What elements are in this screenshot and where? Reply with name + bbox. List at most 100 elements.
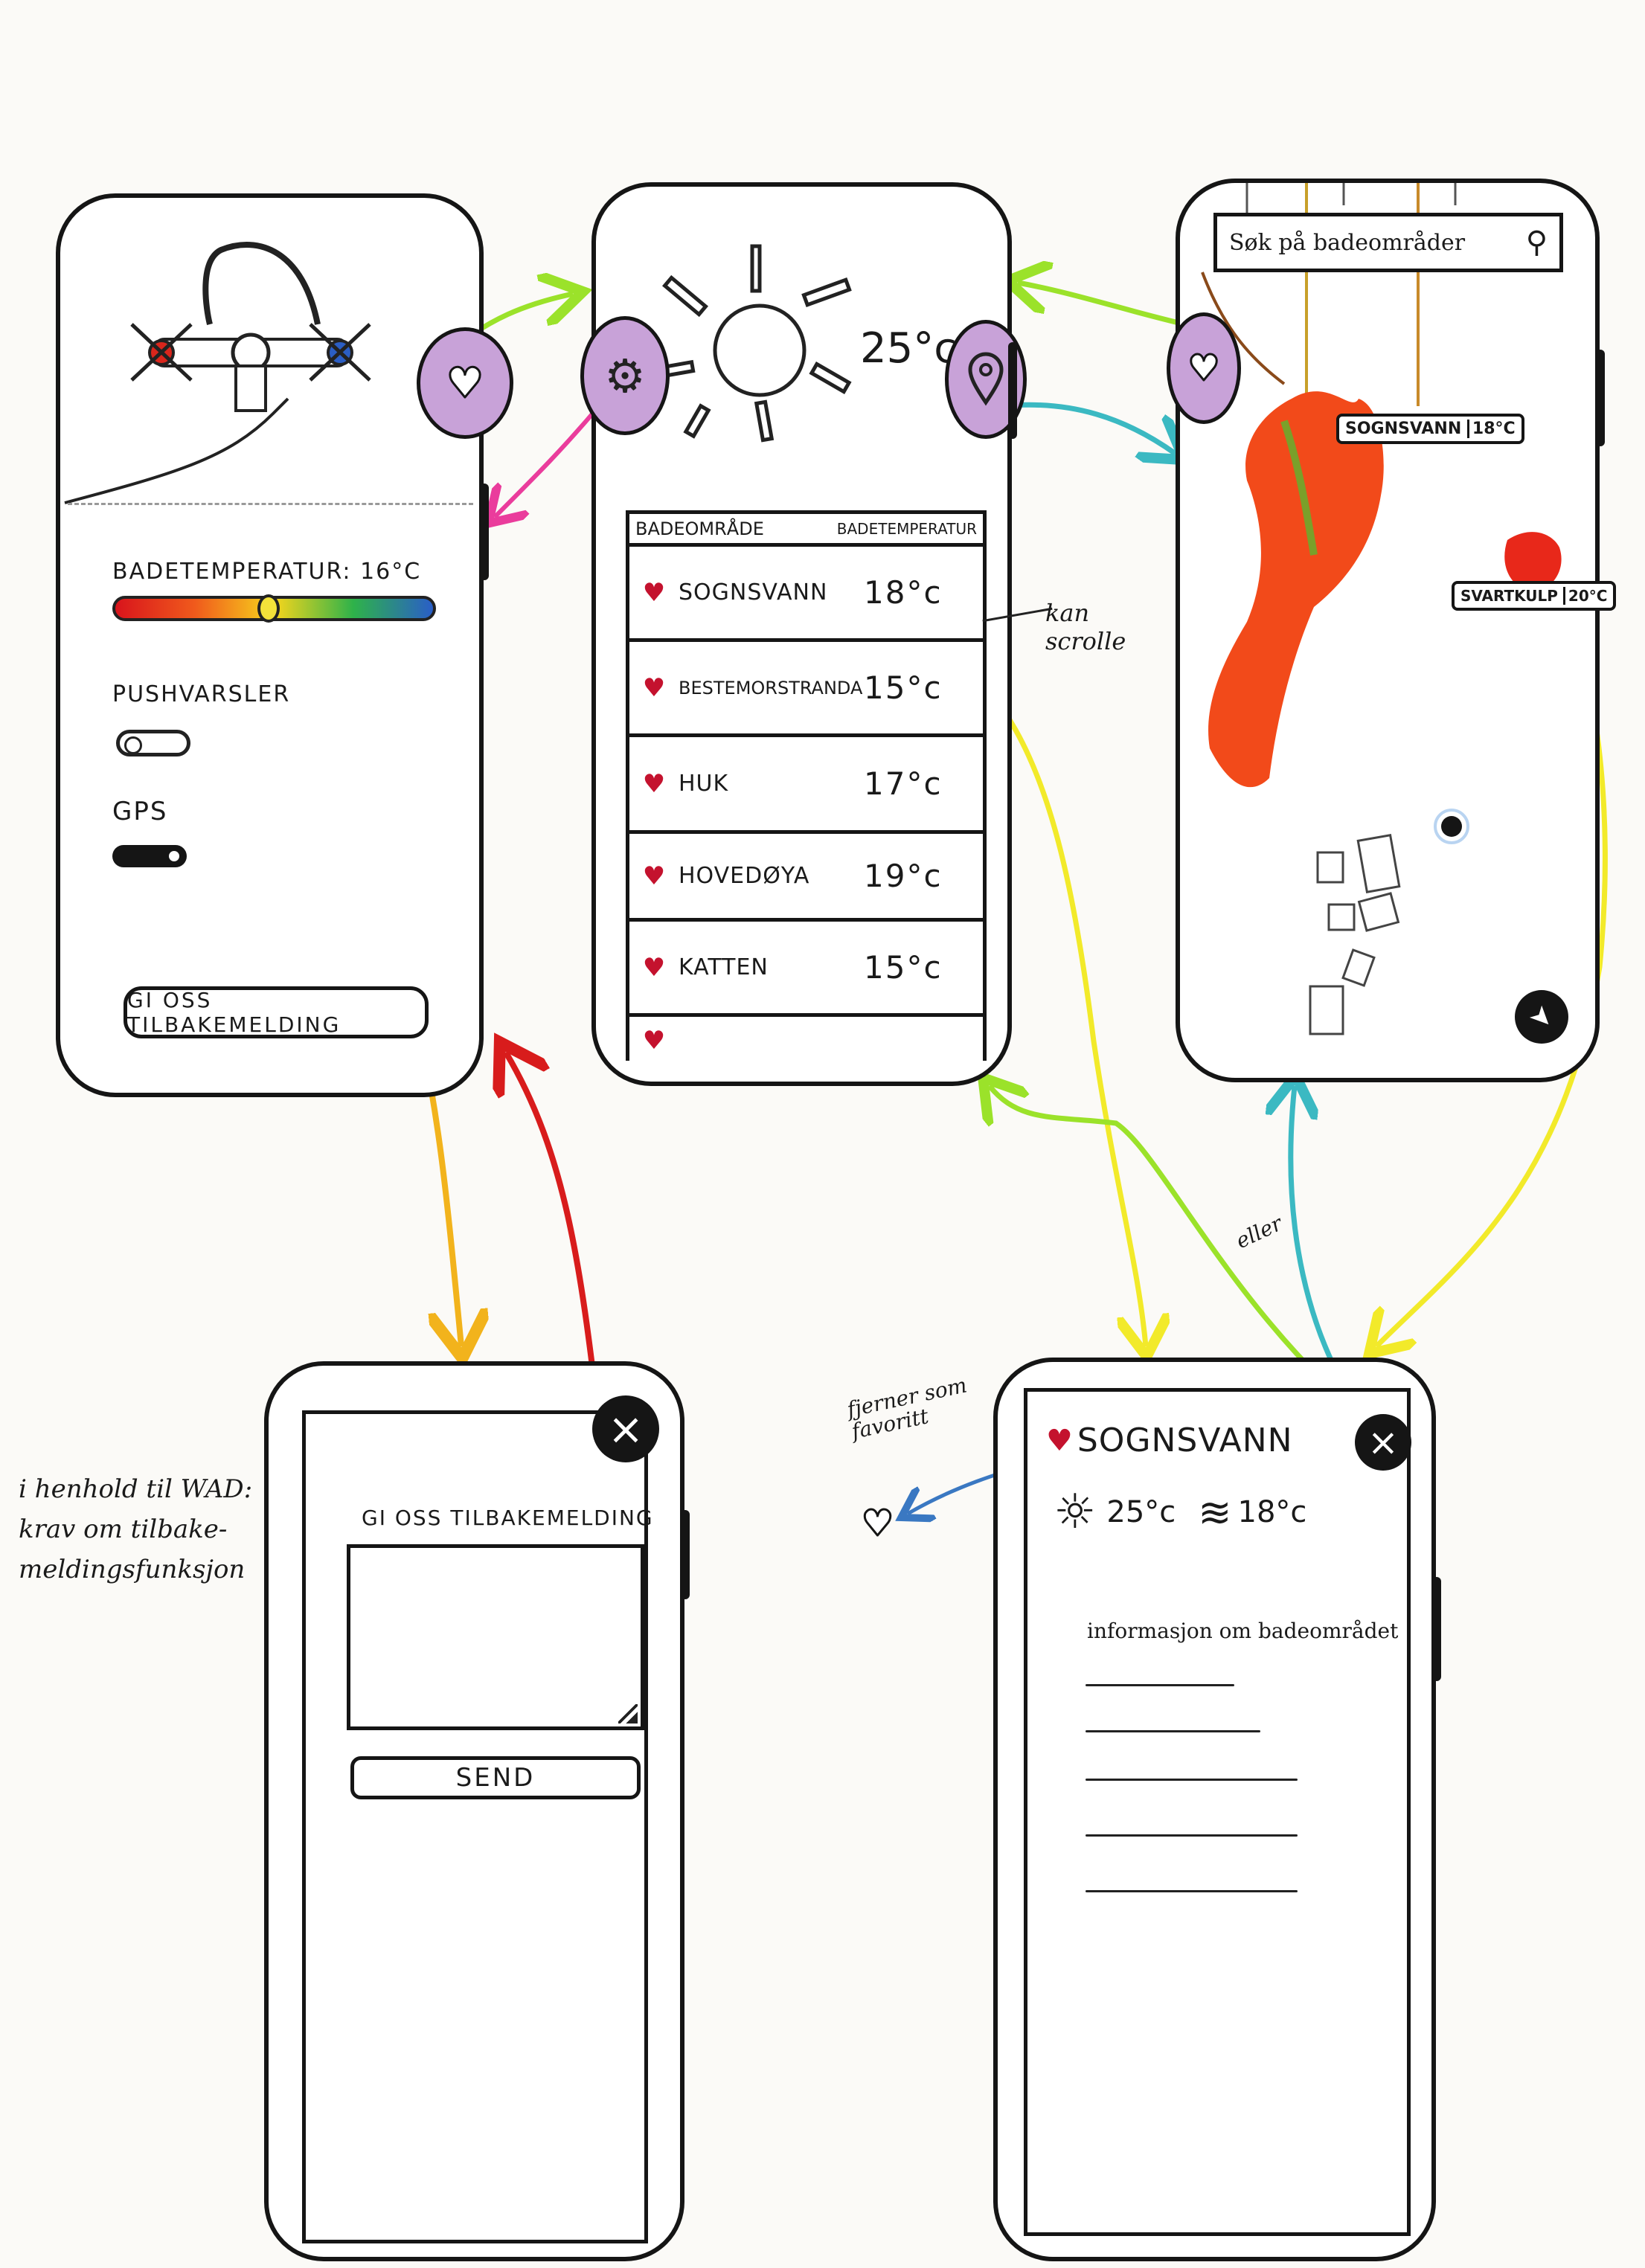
table-header: BADEOMRÅDE BADETEMPERATUR [629, 514, 983, 547]
table-row[interactable]: ♥ BESTEMORSTRANDA 15°c [629, 642, 983, 737]
table-row[interactable]: ♥ HOVEDØYA 19°c [629, 834, 983, 922]
empty-heart-icon: ♥ [860, 1502, 894, 1546]
close-icon: × [1367, 1421, 1399, 1464]
push-toggle-knob [124, 736, 142, 754]
send-button[interactable]: SEND [350, 1756, 641, 1799]
label-name: SOGNSVANN [1345, 420, 1462, 438]
info-label: informasjon om badeområdet [1087, 1619, 1399, 1643]
slider-knob[interactable] [257, 594, 280, 623]
water-temp: 18°c [1237, 1495, 1307, 1529]
current-temperature: 25°c [860, 324, 958, 373]
temperature-slider[interactable] [112, 594, 436, 623]
heart-icon[interactable]: ♥ [642, 768, 666, 799]
map-favorite-button[interactable]: ♥ [1167, 312, 1241, 424]
detail-weather: ☼ 25°c ≋ 18°c [1054, 1485, 1306, 1540]
info-line [1086, 1684, 1234, 1686]
row-temp: 17°c [864, 765, 943, 802]
map-search-bar[interactable]: Søk på badeområder ⚲ [1213, 213, 1563, 272]
close-button[interactable]: × [1355, 1414, 1411, 1471]
row-temp: 15°c [864, 669, 943, 706]
settings-screen: BADETEMPERATUR: 16°C PUSHVARSLER GPS GI … [56, 193, 484, 1097]
lake-svartkulp [1504, 532, 1562, 592]
label-temp: 18°C [1466, 420, 1516, 438]
heart-icon: ♥ [1187, 347, 1221, 391]
table-row[interactable]: ♥ HUK 17°c [629, 737, 983, 834]
lake-sognsvann [1208, 391, 1384, 788]
detail-title: ♥ SOGNSVANN [1046, 1421, 1293, 1459]
search-placeholder: Søk på badeområder [1229, 229, 1466, 256]
info-line [1086, 1730, 1260, 1732]
info-line [1086, 1890, 1298, 1892]
close-button[interactable]: × [592, 1395, 659, 1462]
heart-icon[interactable]: ♥ [1046, 1423, 1073, 1458]
table-row[interactable]: ♥ KATTEN 15°c [629, 922, 983, 1017]
sun-icon [648, 239, 871, 447]
feedback-button[interactable]: GI OSS TILBAKEMELDING [124, 986, 429, 1038]
gps-label: GPS [112, 797, 168, 826]
table-row-partial[interactable]: ♥ [629, 1017, 983, 1064]
bathing-temp-text: BADETEMPERATUR: [112, 559, 352, 585]
row-temp: 18°c [864, 574, 943, 611]
row-name: BESTEMORSTRANDA [679, 677, 863, 698]
heart-icon[interactable]: ♥ [642, 672, 666, 703]
home-side-button [1008, 342, 1017, 439]
settings-favorite-button[interactable]: ♥ [417, 327, 513, 439]
map-label-sognsvann[interactable]: SOGNSVANN 18°C [1336, 414, 1524, 444]
label-temp: 20°C [1562, 587, 1608, 605]
home-settings-button[interactable]: ⚙ [580, 316, 670, 435]
row-name: HOVEDØYA [679, 863, 810, 889]
table-row[interactable]: ♥ SOGNSVANN 18°c [629, 547, 983, 642]
feedback-title: GI OSS TILBAKEMELDING [362, 1506, 654, 1530]
heart-icon: ♥ [445, 358, 484, 408]
heart-icon[interactable]: ♥ [642, 861, 666, 891]
heart-icon[interactable]: ♥ [642, 577, 666, 608]
heart-icon[interactable]: ♥ [642, 1026, 666, 1056]
faucet-icon [64, 242, 371, 504]
label-name: SVARTKULP [1460, 587, 1558, 605]
location-pin-icon [968, 352, 1004, 406]
home-screen: 25°c BADEOMRÅDE BADETEMPERATUR ♥ SOGNSVA… [591, 182, 1012, 1086]
push-label: PUSHVARSLER [112, 681, 291, 707]
gps-toggle[interactable] [112, 845, 187, 867]
row-name: KATTEN [679, 954, 769, 980]
gps-toggle-knob [169, 851, 179, 861]
feedback-side-button [681, 1510, 690, 1599]
air-temp: 25°c [1106, 1495, 1176, 1529]
detail-name: SOGNSVANN [1077, 1421, 1293, 1459]
waves-icon: ≋ [1198, 1488, 1231, 1536]
info-line [1086, 1834, 1298, 1837]
detail-inner-frame [1024, 1388, 1411, 2236]
bathing-table[interactable]: BADEOMRÅDE BADETEMPERATUR ♥ SOGNSVANN 18… [626, 510, 987, 1061]
faucet-illustration [64, 220, 474, 504]
search-icon[interactable]: ⚲ [1525, 225, 1548, 260]
feedback-inner-frame [302, 1410, 648, 2243]
navigation-arrow-icon: ➤ [1522, 998, 1561, 1036]
locate-me-button[interactable]: ➤ [1515, 990, 1568, 1044]
gear-icon: ⚙ [604, 348, 646, 403]
push-toggle[interactable] [116, 730, 190, 756]
map-label-svartkulp[interactable]: SVARTKULP 20°C [1452, 581, 1617, 611]
bathing-temp-label: BADETEMPERATUR: 16°C [112, 559, 421, 585]
scroll-note: kan scrolle [1045, 599, 1126, 655]
resize-handle-icon[interactable] [618, 1704, 638, 1724]
row-temp: 19°c [864, 858, 943, 894]
map-screen: Søk på badeområder ⚲ SOGNSVANN 18°C SVAR… [1176, 179, 1617, 1082]
map-roads [1201, 183, 1562, 1035]
feedback-textarea[interactable] [347, 1544, 644, 1730]
header-area: BADEOMRÅDE [635, 518, 764, 539]
map-side-button [1596, 350, 1605, 446]
detail-screen: ♥ SOGNSVANN × ☼ 25°c ≋ 18°c informasjon … [993, 1358, 1436, 2261]
divider-dashed [68, 503, 473, 505]
bathing-temp-value: 16°C [360, 559, 422, 585]
row-name: SOGNSVANN [679, 579, 828, 605]
info-line [1086, 1779, 1298, 1781]
sun-icon: ☼ [1054, 1485, 1097, 1540]
row-name: HUK [679, 771, 729, 797]
header-temp: BADETEMPERATUR [836, 519, 977, 538]
close-icon: × [607, 1404, 644, 1454]
feedback-screen: × GI OSS TILBAKEMELDING SEND [264, 1361, 684, 2261]
wad-note: i henhold til WAD: krav om tilbake-meldi… [19, 1474, 253, 1584]
heart-icon[interactable]: ♥ [642, 952, 666, 983]
row-temp: 15°c [864, 949, 943, 986]
detail-side-button [1432, 1577, 1441, 1681]
